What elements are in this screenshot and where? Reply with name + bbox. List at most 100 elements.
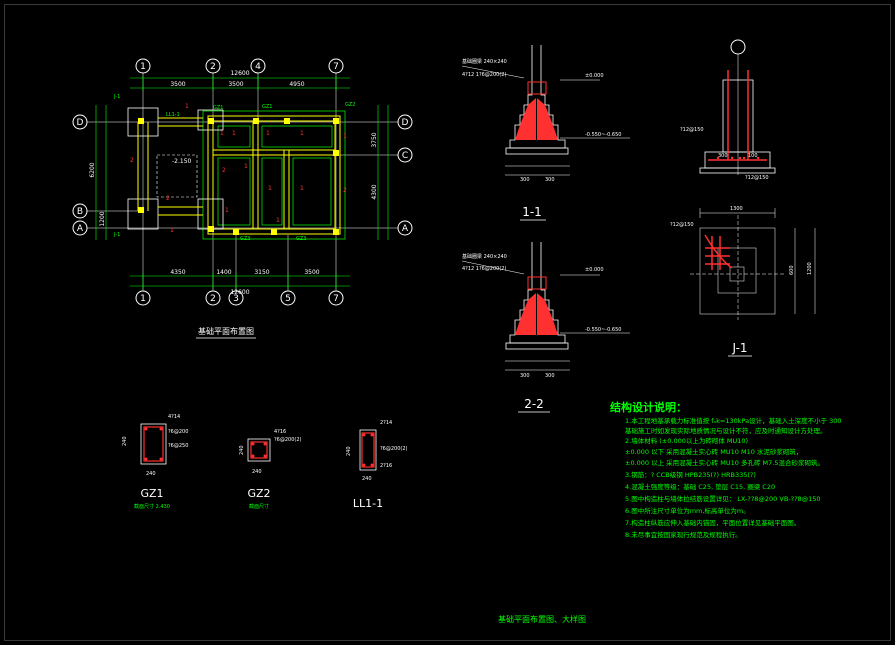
svg-text:1: 1 bbox=[268, 185, 272, 192]
dim-right-2: 4300 bbox=[371, 184, 378, 199]
svg-text:1: 1 bbox=[244, 163, 248, 170]
axis-label-bottom-1: 1 bbox=[140, 294, 146, 304]
left-connecting-walls bbox=[137, 117, 209, 216]
svg-text:?6@250: ?6@250 bbox=[168, 443, 188, 449]
svg-text:7.构造柱纵筋应伸入基础内锚固，平面位置详见基础平面图。: 7.构造柱纵筋应伸入基础内锚固，平面位置详见基础平面图。 bbox=[625, 518, 800, 527]
svg-text:±0.000 以下 采用混凝土实心砖 MU10 M1: ±0.000 以下 采用混凝土实心砖 MU10 M10 水泥砂浆砌筑， bbox=[625, 447, 802, 456]
section-2-2: 基础圈梁 240×240 4?12 1?6@200(2) ±0.000 -0.5… bbox=[461, 242, 630, 413]
j1-side-dim-1: 1200 bbox=[807, 262, 813, 275]
column-detail-ll1: 2?14 ?6@200(2) 2?16 240 240 LL1-1 bbox=[346, 420, 408, 510]
svg-text:1: 1 bbox=[185, 103, 189, 110]
section-1-title: 1-1 bbox=[522, 205, 542, 219]
svg-text:4.混凝土强度等级：基础 C25, 垫层 C15, 圈梁: 4.混凝土强度等级：基础 C25, 垫层 C15, 圈梁 C20 bbox=[625, 482, 775, 491]
axis-label-bottom-5: 7 bbox=[333, 294, 339, 304]
svg-text:2: 2 bbox=[130, 157, 134, 164]
svg-text:1: 1 bbox=[276, 217, 280, 224]
foundation-footings bbox=[202, 110, 346, 240]
sheet-title: 基础平面布置图、大样图 bbox=[498, 614, 586, 624]
section-2-dim-1: 300 bbox=[520, 373, 530, 379]
axis-label-bottom-2: 2 bbox=[210, 294, 216, 304]
svg-text:4?16: 4?16 bbox=[274, 429, 286, 435]
section-1-dim-1: 300 bbox=[520, 177, 530, 183]
j1-side-dim-2: 600 bbox=[789, 265, 795, 275]
j1-plan-rebar-note: ?12@150 bbox=[670, 222, 694, 228]
svg-text:240: 240 bbox=[239, 445, 245, 455]
foundation-walls bbox=[207, 115, 341, 235]
svg-text:?6@200(2): ?6@200(2) bbox=[274, 437, 302, 443]
svg-text:基础施工时如发现实际地质情况与设计不符，应及时通知设计方处理: 基础施工时如发现实际地质情况与设计不符，应及时通知设计方处理。 bbox=[625, 426, 827, 435]
axis-label-left-D: D bbox=[77, 118, 84, 128]
axis-label-top-1: 1 bbox=[140, 62, 146, 72]
notes-title: 结构设计说明： bbox=[609, 400, 687, 414]
svg-text:LL1-1: LL1-1 bbox=[166, 112, 180, 118]
svg-text:1: 1 bbox=[266, 130, 270, 137]
design-notes: 结构设计说明： 1.本工程地基承载力标准值按 fₐk=130kPa设计，基础入土… bbox=[609, 400, 842, 539]
svg-text:±0.000 以上 采用混凝土实心砖 MU10 多孔: ±0.000 以上 采用混凝土实心砖 MU10 多孔砖 M7.5混合砂浆砌筑。 bbox=[625, 458, 824, 467]
section-1-dim-2: 300 bbox=[545, 177, 555, 183]
axis-label-bottom-4: 5 bbox=[285, 294, 291, 304]
column-detail-gz2: 4?16 ?6@200(2) 240 240 GZ2 截面尺寸 bbox=[239, 429, 302, 510]
svg-text:240: 240 bbox=[146, 471, 156, 477]
j1-dim-100: 100 bbox=[748, 153, 758, 159]
dim-top-1: 3500 bbox=[170, 81, 185, 88]
dim-bottom-4: 3500 bbox=[304, 269, 319, 276]
j1-rebar-note-top: ?12@150 bbox=[680, 127, 704, 133]
svg-text:8.未尽事宜按国家现行规范及规程执行。: 8.未尽事宜按国家现行规范及规程执行。 bbox=[625, 530, 742, 539]
dim-left-1: 6200 bbox=[89, 162, 96, 177]
svg-text:2.墙体材料 (±0.000以上为砖砌体 MU10): 2.墙体材料 (±0.000以上为砖砌体 MU10) bbox=[625, 436, 748, 445]
plan-title: 基础平面布置图 bbox=[198, 326, 254, 336]
dim-top-2: 3500 bbox=[228, 81, 243, 88]
svg-text:2: 2 bbox=[166, 195, 170, 202]
svg-text:240: 240 bbox=[122, 436, 128, 446]
svg-text:J-1: J-1 bbox=[113, 94, 120, 100]
svg-text:5.图中构造柱与墙体拉结筋设置详见： LX-??8@200: 5.图中构造柱与墙体拉结筋设置详见： LX-??8@200 VB-??8@150 bbox=[625, 494, 821, 503]
axis-label-right-C: C bbox=[402, 151, 408, 161]
svg-text:GZ3: GZ3 bbox=[296, 236, 306, 242]
dim-left-2: 1200 bbox=[99, 211, 106, 226]
dimension-lines bbox=[95, 75, 389, 289]
svg-text:240: 240 bbox=[346, 446, 352, 456]
svg-text:GZ2: GZ2 bbox=[345, 102, 355, 108]
svg-text:GZ3: GZ3 bbox=[240, 236, 250, 242]
section-2-level-bottom: -0.550~-0.650 bbox=[585, 327, 621, 333]
axis-label-right-A: A bbox=[402, 224, 409, 234]
section-1-level-top: ±0.000 bbox=[585, 73, 604, 79]
svg-text:1: 1 bbox=[170, 227, 174, 234]
svg-text:J-1: J-1 bbox=[113, 232, 120, 238]
dim-bottom-1: 4350 bbox=[170, 269, 185, 276]
gz1-subtitle: 截面尺寸 2.430 bbox=[134, 503, 170, 510]
overall-dim-bottom: 12600 bbox=[230, 289, 249, 296]
axis-bubbles-left bbox=[72, 114, 88, 236]
column-markers bbox=[138, 118, 339, 235]
section-2-rebar-note: 4?12 1?6@200(2) bbox=[462, 266, 506, 272]
svg-text:2?16: 2?16 bbox=[380, 463, 392, 469]
section-2-dim-2: 300 bbox=[545, 373, 555, 379]
svg-text:2?14: 2?14 bbox=[380, 420, 392, 426]
svg-text:6.图中所注尺寸单位为mm,标高单位为m。: 6.图中所注尺寸单位为mm,标高单位为m。 bbox=[625, 506, 750, 515]
axis-label-left-A: A bbox=[77, 224, 84, 234]
svg-text:240: 240 bbox=[252, 469, 262, 475]
svg-text:1: 1 bbox=[300, 185, 304, 192]
section-2-wall-note: 基础圈梁 240×240 bbox=[462, 253, 507, 260]
axis-label-top-3: 4 bbox=[255, 62, 261, 72]
svg-text:240: 240 bbox=[362, 476, 372, 482]
j1-title: J-1 bbox=[731, 341, 747, 355]
svg-text:3.钢筋：? CCB级钢 HPB235(?) H: 3.钢筋：? CCB级钢 HPB235(?) HRB335(?) bbox=[625, 470, 756, 479]
section-1-rebar-note: 4?12 1?6@200(2) bbox=[462, 72, 506, 78]
ll1-title: LL1-1 bbox=[353, 497, 383, 510]
j1-dim-300: 300 bbox=[718, 153, 728, 159]
svg-text:1: 1 bbox=[225, 207, 229, 214]
j1-top-dim: 1300 bbox=[730, 206, 743, 212]
axis-label-top-4: 7 bbox=[333, 62, 339, 72]
overall-dim-top: 12600 bbox=[230, 70, 249, 77]
gz1-title: GZ1 bbox=[140, 487, 163, 500]
dim-right-1: 3750 bbox=[371, 132, 378, 147]
left-pad-footings bbox=[127, 107, 224, 230]
svg-text:?6@200: ?6@200 bbox=[168, 429, 188, 435]
svg-text:GZ1: GZ1 bbox=[213, 105, 223, 111]
svg-text:1: 1 bbox=[220, 130, 224, 137]
dim-top-3: 4950 bbox=[289, 81, 304, 88]
section-2-title: 2-2 bbox=[524, 397, 544, 411]
section-2-level-top: ±0.000 bbox=[585, 267, 604, 273]
